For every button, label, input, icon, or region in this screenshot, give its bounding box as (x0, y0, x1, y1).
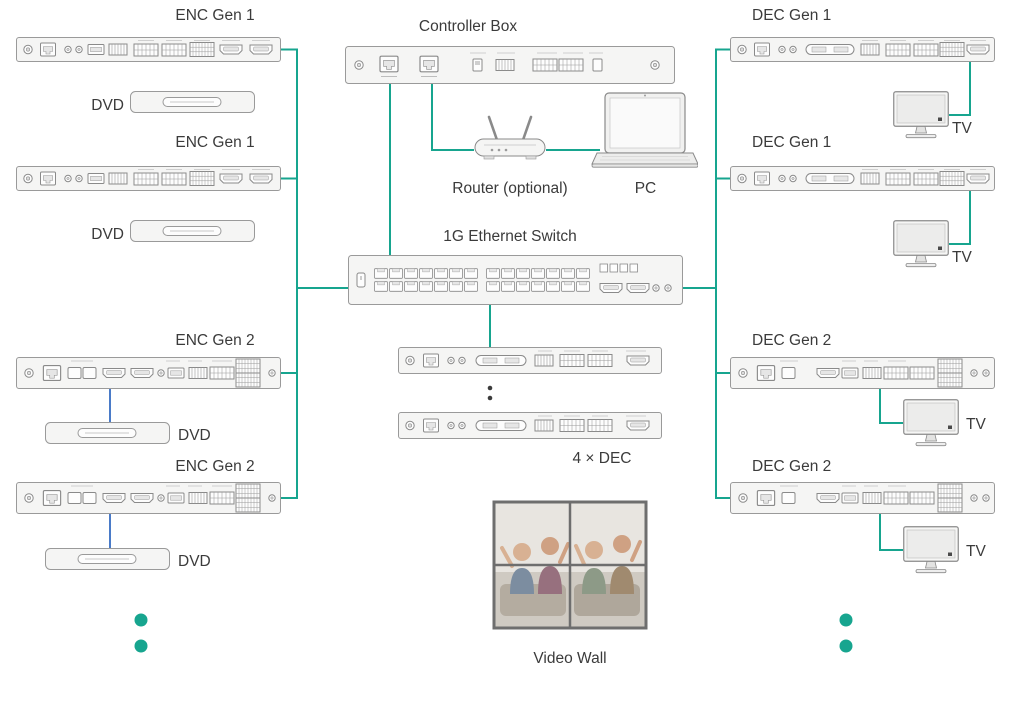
tv-1 (893, 91, 949, 139)
center-dec-device-1 (398, 347, 662, 374)
dec-gen1-device-1 (730, 37, 995, 62)
dvd-player-1 (130, 91, 255, 113)
four-dec-label: 4 × DEC (572, 450, 632, 467)
center-dec-device-2 (398, 412, 662, 439)
dvd-label-2: DVD (91, 226, 124, 243)
router-label: Router (optional) (452, 180, 568, 197)
video-wall-label: Video Wall (533, 650, 607, 667)
tv-2 (893, 220, 949, 268)
dvd-label-4: DVD (178, 553, 211, 570)
tv-3 (903, 399, 959, 447)
enc-gen2-label-2: ENC Gen 2 (175, 458, 255, 475)
enc-gen1-label-1: ENC Gen 1 (175, 7, 255, 24)
tv-label-4: TV (966, 543, 986, 560)
tv-label-1: TV (952, 120, 972, 137)
controller-box-device (345, 46, 675, 84)
dec-gen1-label-1: DEC Gen 1 (752, 7, 832, 24)
tv-4 (903, 526, 959, 574)
enc-gen1-label-2: ENC Gen 1 (175, 134, 255, 151)
dvd-player-3 (45, 422, 170, 444)
continuation-dots-left (134, 613, 148, 653)
dvd-label-3: DVD (178, 427, 211, 444)
enc-gen1-device-1 (16, 37, 281, 62)
pc-label: PC (634, 180, 657, 197)
dec-gen2-label-1: DEC Gen 2 (752, 332, 832, 349)
pc-laptop (588, 92, 698, 178)
dec-gen2-device-2 (730, 482, 995, 514)
dec-gen1-device-2 (730, 166, 995, 191)
dvd-label-1: DVD (91, 97, 124, 114)
enc-gen2-device-2 (16, 482, 281, 514)
dvd-player-2 (130, 220, 255, 242)
enc-gen2-device-1 (16, 357, 281, 389)
tv-label-2: TV (952, 249, 972, 266)
enc-gen2-label-1: ENC Gen 2 (175, 332, 255, 349)
enc-gen1-device-2 (16, 166, 281, 191)
router-device (470, 112, 550, 164)
dec-gen1-label-2: DEC Gen 1 (752, 134, 832, 151)
video-wall-image (492, 500, 648, 632)
dec-gen2-label-2: DEC Gen 2 (752, 458, 832, 475)
continuation-dots-center (487, 385, 493, 401)
ethernet-switch-label: 1G Ethernet Switch (443, 228, 577, 245)
dec-gen2-device-1 (730, 357, 995, 389)
continuation-dots-right (839, 613, 853, 653)
tv-label-3: TV (966, 416, 986, 433)
ethernet-switch-device (348, 255, 683, 305)
controller-box-label: Controller Box (418, 18, 518, 35)
dvd-player-4 (45, 548, 170, 570)
